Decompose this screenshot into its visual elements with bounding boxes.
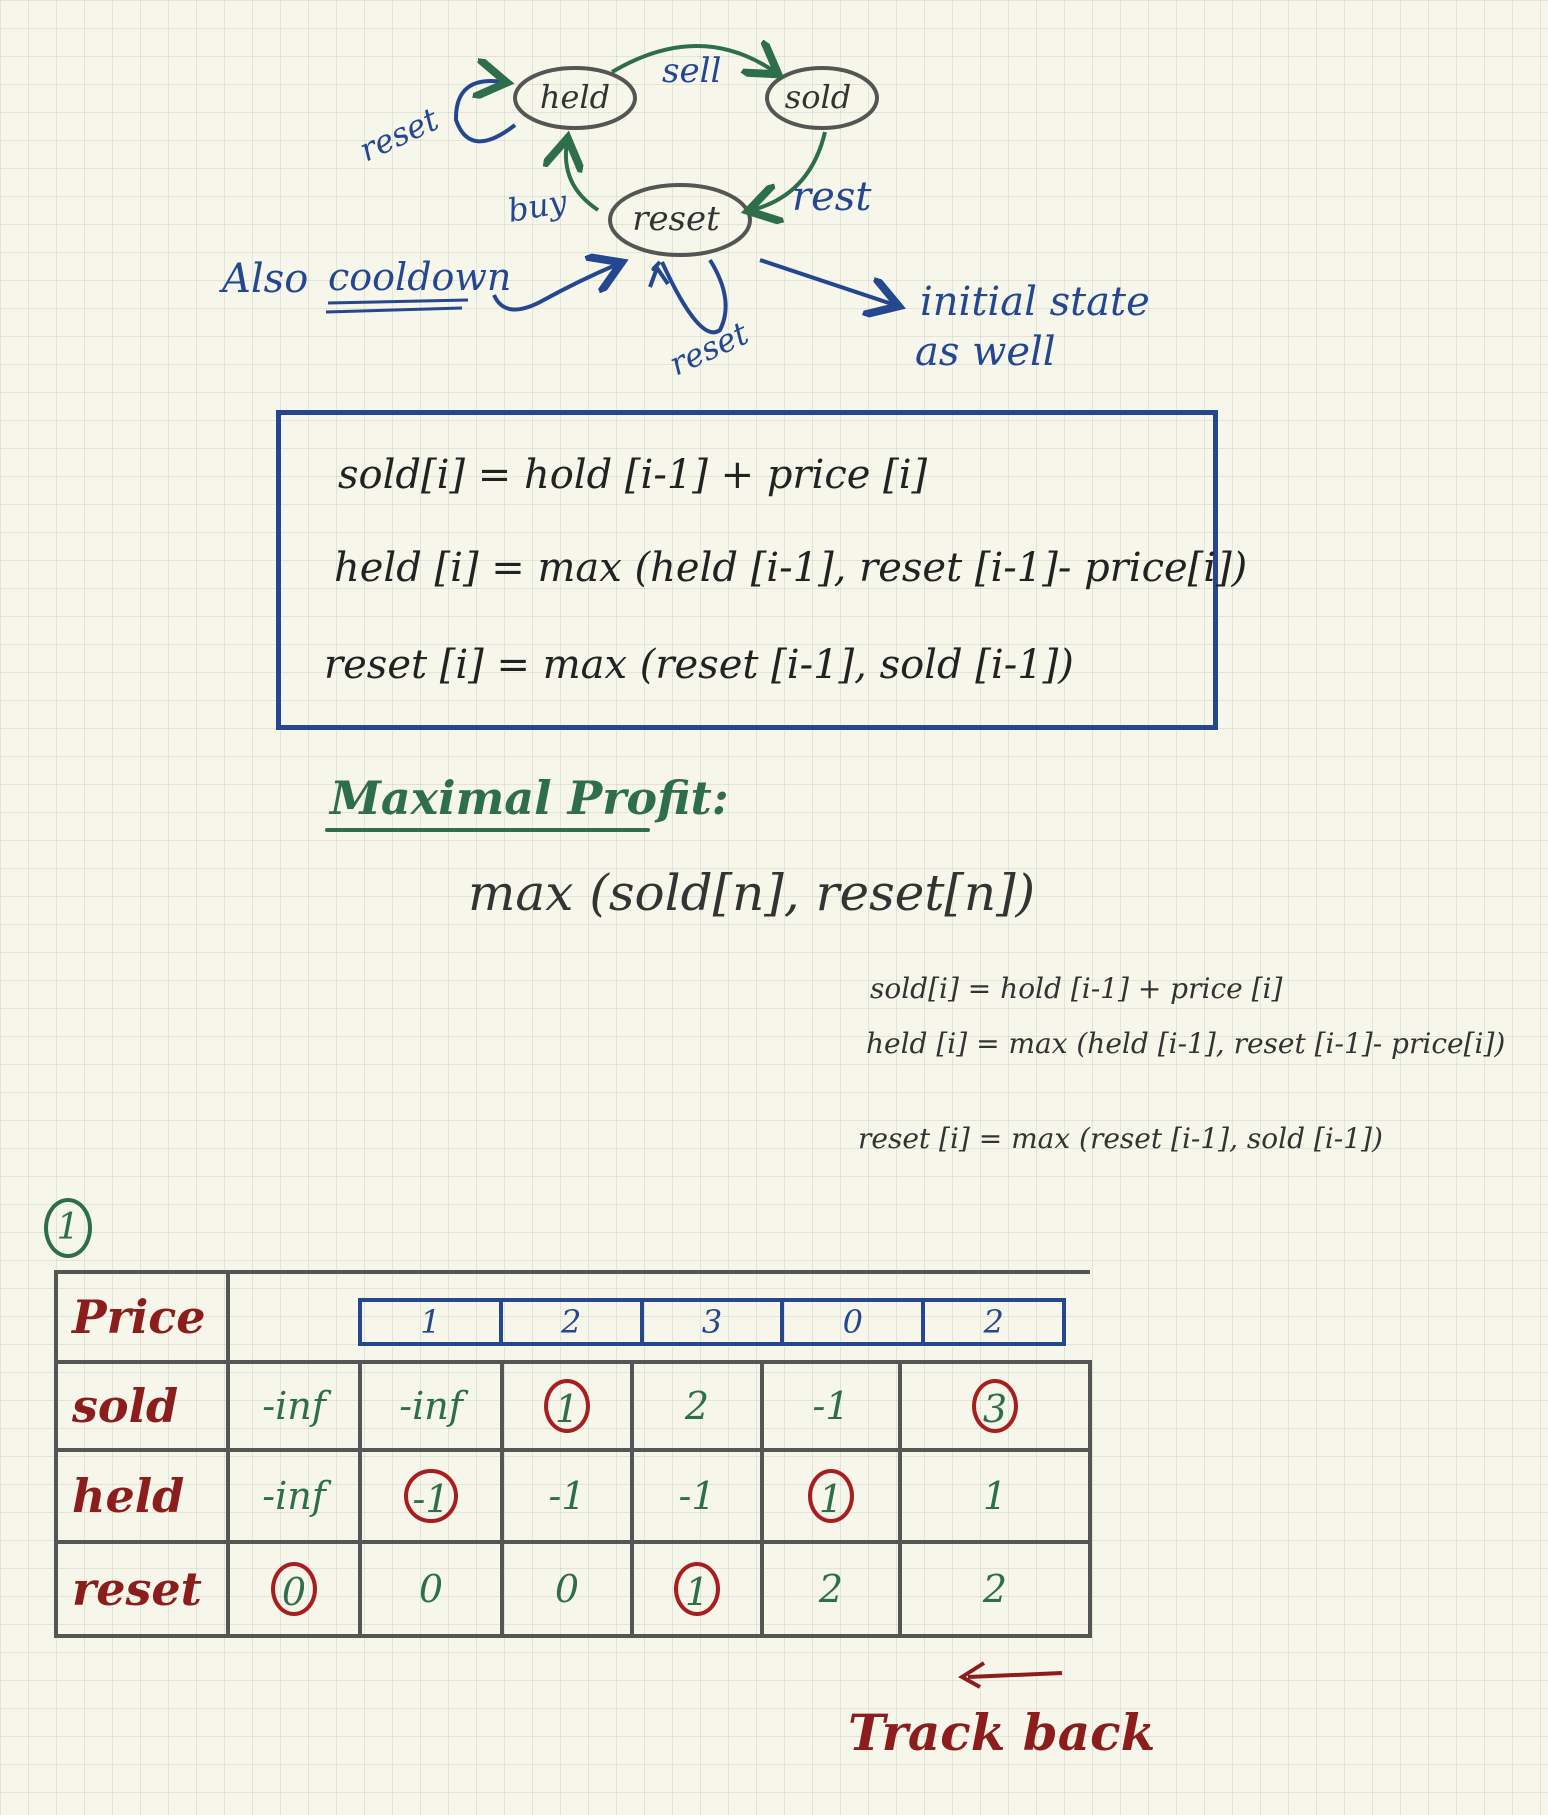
- table-cell: 0: [226, 1540, 362, 1638]
- state-label-held: held: [540, 78, 610, 116]
- table-row-reset: reset 0 0 0 1 2 2: [54, 1540, 1093, 1638]
- recurrence-box: [276, 410, 1218, 730]
- profit-title-text: Maximal Profit: [330, 771, 712, 825]
- table-cell: -inf: [226, 1448, 362, 1544]
- edge-label-held-reset: reset: [353, 100, 444, 169]
- cell-value: 2: [684, 1384, 710, 1428]
- row-label-price: Price: [54, 1270, 230, 1364]
- price-value: 2: [921, 1302, 1062, 1342]
- edge-label-reset-reset: reset: [663, 314, 754, 383]
- cell-value: -inf: [399, 1384, 463, 1428]
- price-value: 2: [498, 1302, 640, 1342]
- price-cell: 1 2 3 0 2: [225, 1270, 1091, 1364]
- cell-value-circled: 1: [674, 1562, 720, 1616]
- table-cell: 2: [897, 1540, 1093, 1638]
- formula-held: held [i] = max (held [i-1], reset [i-1]-…: [334, 545, 1248, 591]
- edge-label-sell: sell: [662, 51, 721, 91]
- note-also: Also: [218, 256, 308, 302]
- formula-sold: sold[i] = hold [i-1] + price [i]: [338, 452, 928, 498]
- example-number-marker: 1: [44, 1198, 92, 1258]
- cell-value: -inf: [262, 1474, 326, 1518]
- dp-table: Price 1 2 3 0 2 sold -inf -inf 1 2 -1 3 …: [54, 1270, 1093, 1638]
- table-cell: -1: [500, 1448, 634, 1544]
- table-cell: 1: [760, 1448, 902, 1544]
- state-diagram: held sold reset sell rest buy reset rese…: [218, 0, 1150, 383]
- edge-reset-self-loop: [651, 258, 728, 335]
- cooldown-underline: [325, 298, 469, 314]
- row-label-reset: reset: [54, 1540, 230, 1638]
- price-value: 0: [780, 1302, 921, 1342]
- edge-held-to-sold: [610, 46, 775, 72]
- state-label-sold: sold: [785, 78, 851, 116]
- table-cell: 3: [897, 1360, 1093, 1452]
- table-cell: -1: [630, 1448, 764, 1544]
- table-cell: 1: [897, 1448, 1093, 1544]
- table-cell: 2: [760, 1540, 902, 1638]
- cell-value: -1: [678, 1474, 716, 1518]
- small-formula-held: held [i] = max (held [i-1], reset [i-1]-…: [866, 1027, 1506, 1060]
- state-node-sold: [765, 66, 879, 130]
- cell-value: -inf: [262, 1384, 326, 1428]
- cell-value: -1: [812, 1384, 850, 1428]
- cell-value-circled: 3: [972, 1379, 1019, 1433]
- edge-sold-to-reset: [752, 131, 827, 210]
- note-initial-state-line1: initial state: [920, 279, 1150, 325]
- state-label-reset: reset: [632, 199, 720, 239]
- table-cell: -1: [760, 1360, 902, 1452]
- traceback-arrow: [958, 1661, 1063, 1689]
- price-value: 3: [639, 1302, 781, 1342]
- edge-reset-self-loop-arrow: [648, 263, 670, 288]
- profit-title: Maximal Profit:: [330, 775, 729, 821]
- cell-value: 2: [818, 1567, 844, 1611]
- table-cell: 0: [500, 1540, 634, 1638]
- cell-value-circled: 1: [544, 1379, 590, 1433]
- edge-label-rest: rest: [792, 174, 872, 220]
- table-row-sold: sold -inf -inf 1 2 -1 3: [54, 1360, 1093, 1452]
- cell-value: 0: [418, 1567, 444, 1611]
- cell-value-circled: -1: [404, 1469, 458, 1523]
- table-cell: 1: [500, 1360, 634, 1452]
- profit-title-colon: :: [711, 771, 729, 825]
- row-label-held: held: [54, 1448, 230, 1544]
- cell-value: 1: [982, 1474, 1008, 1518]
- row-label-sold: sold: [54, 1360, 230, 1452]
- edge-held-self-loop: [453, 81, 517, 144]
- price-array: 1 2 3 0 2: [358, 1298, 1067, 1346]
- cell-value-circled: 1: [808, 1469, 854, 1523]
- arrow-reset-to-initial: [759, 258, 895, 305]
- profit-underline: [325, 828, 650, 832]
- traceback-label: Track back: [848, 1703, 1156, 1762]
- edge-reset-to-held: [566, 142, 600, 212]
- table-cell: -1: [358, 1448, 504, 1544]
- cell-value-circled: 0: [271, 1562, 317, 1616]
- table-cell: -inf: [226, 1360, 362, 1452]
- note-cooldown: cooldown: [328, 255, 511, 299]
- table-cell: 1: [630, 1540, 764, 1638]
- profit-expression: max (sold[n], reset[n]): [468, 864, 1036, 922]
- edge-label-buy: buy: [505, 182, 571, 230]
- table-cell: 0: [358, 1540, 504, 1638]
- cell-value: 2: [982, 1567, 1008, 1611]
- table-row-price: Price 1 2 3 0 2: [54, 1270, 1091, 1364]
- price-value: 1: [420, 1303, 441, 1341]
- cell-value: -1: [548, 1474, 586, 1518]
- formula-reset: reset [i] = max (reset [i-1], sold [i-1]…: [324, 642, 1074, 688]
- table-row-held: held -inf -1 -1 -1 1 1: [54, 1448, 1093, 1544]
- small-formula-reset: reset [i] = max (reset [i-1], sold [i-1]…: [858, 1122, 1383, 1155]
- arrow-cooldown-to-reset: [492, 264, 618, 312]
- small-formula-sold: sold[i] = hold [i-1] + price [i]: [870, 972, 1283, 1005]
- table-cell: 2: [630, 1360, 764, 1452]
- note-initial-state-line2: as well: [915, 329, 1056, 375]
- cell-value: 0: [554, 1567, 580, 1611]
- state-node-held: [513, 66, 637, 130]
- table-cell: -inf: [358, 1360, 504, 1452]
